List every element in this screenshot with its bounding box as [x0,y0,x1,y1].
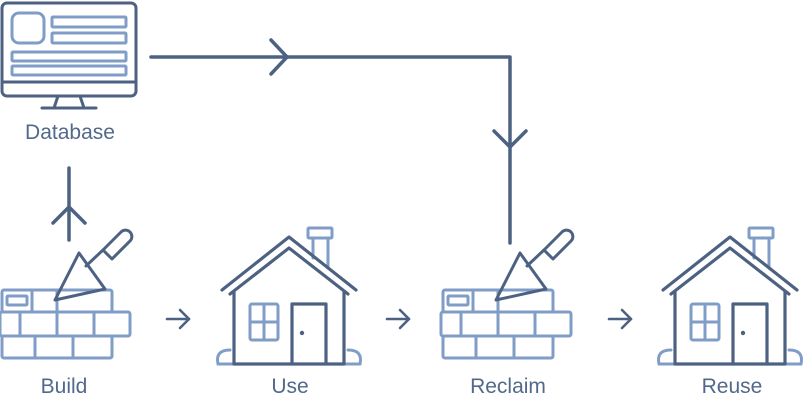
arrow-right-icon [607,308,633,330]
build-label: Build [40,375,88,398]
reuse-label: Reuse [701,375,763,398]
brick-wall-trowel-icon [0,228,134,360]
arrow-down-icon [492,129,528,149]
arrow-up-icon [51,166,87,242]
arrow-right-icon [165,308,191,330]
brick-wall-trowel-icon [439,228,575,360]
arrow-right-icon [149,38,512,245]
house-icon [215,226,363,366]
reclaim-label: Reclaim [470,375,546,398]
use-label: Use [271,375,309,398]
database-label: Database [25,121,115,144]
monitor-icon [0,1,138,110]
arrow-right-icon [385,308,411,330]
house-icon [656,226,804,366]
